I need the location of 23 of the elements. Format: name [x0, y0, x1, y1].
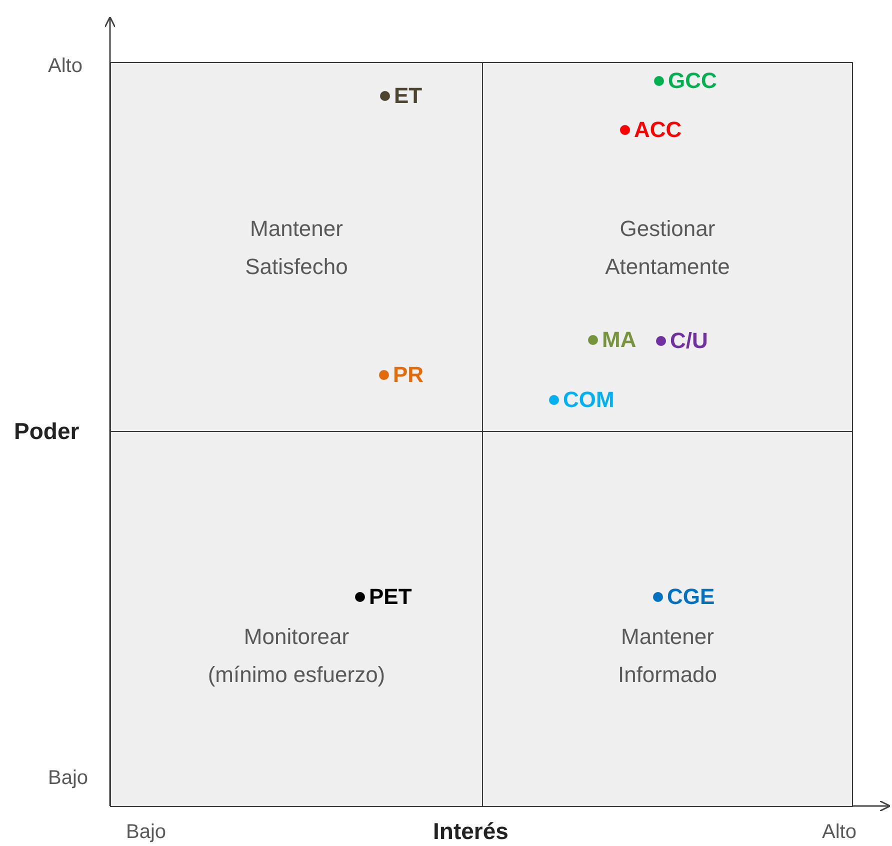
quadrant-panel — [110, 431, 483, 807]
point-label: ACC — [634, 117, 682, 143]
quadrant-label: Gestionar Atentamente — [604, 215, 731, 281]
point-label: PR — [393, 362, 424, 388]
quadrant-label: Mantener Satisfecho — [244, 215, 349, 281]
point-label: ET — [394, 83, 422, 109]
quadrant-panel — [482, 431, 853, 807]
point-label: MA — [602, 327, 636, 353]
point-label: COM — [563, 387, 614, 413]
x-axis-label: Bajo — [126, 820, 166, 844]
x-axis-label: Alto — [822, 820, 856, 844]
point-label: CGE — [667, 584, 715, 610]
point-label: GCC — [668, 68, 717, 94]
point-label: PET — [369, 584, 412, 610]
y-axis-label: Bajo — [48, 766, 88, 790]
axis-title: Interés — [433, 819, 508, 843]
point-label: C/U — [670, 328, 708, 354]
quadrant-label: Monitorear (mínimo esfuerzo) — [206, 623, 386, 689]
axis-title: Poder — [14, 419, 80, 443]
y-axis-label: Alto — [48, 54, 82, 78]
quadrant-panel — [482, 62, 853, 432]
quadrant-label: Mantener Informado — [616, 623, 718, 689]
quadrant-panel — [110, 62, 483, 432]
